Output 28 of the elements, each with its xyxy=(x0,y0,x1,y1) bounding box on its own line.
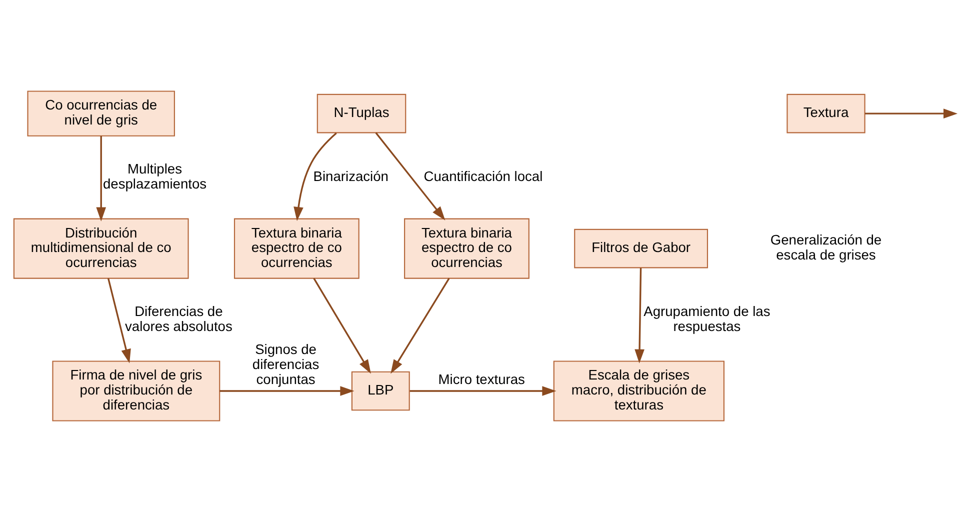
arrow xyxy=(96,136,106,222)
node-box: Textura binaria espectro de co ocurrencias xyxy=(404,218,529,279)
node-box: LBP xyxy=(350,371,410,411)
node-box: Escala de grises macro, distribución de texturas xyxy=(552,360,724,422)
arrow xyxy=(312,278,370,374)
edge-label: Signos de diferencias conjuntas xyxy=(252,341,319,387)
node-box: N-Tuplas xyxy=(316,94,406,134)
arrow xyxy=(634,268,644,364)
node-box: Co ocurrencias de nivel de gris xyxy=(26,90,174,136)
node-box: Firma de nivel de gris por distribución de diferencias xyxy=(52,360,220,422)
edge-label: Diferencias de valores absolutos xyxy=(124,302,232,334)
arrow xyxy=(390,278,450,374)
arrow xyxy=(293,132,336,222)
arrow xyxy=(219,386,354,396)
arrow xyxy=(374,132,445,220)
arrow xyxy=(864,108,958,118)
edge-label: Micro texturas xyxy=(438,370,524,387)
node-box: Distribución multidimensional de co ocurrencias xyxy=(12,218,188,279)
arrow xyxy=(106,278,130,364)
edge-label: Agrupamiento de las respuestas xyxy=(643,302,770,334)
node-box: Textura binaria espectro de co ocurrencias xyxy=(233,218,359,279)
arrow xyxy=(409,386,556,396)
edge-label: Binarización xyxy=(312,168,388,184)
label: Generalización de escala de grises xyxy=(770,232,882,263)
edge-label: Multiples desplazamientos xyxy=(102,160,206,192)
node-box: Textura xyxy=(786,94,865,134)
node-box: Filtros de Gabor xyxy=(574,228,708,268)
edge-label: Cuantificación local xyxy=(423,168,542,184)
